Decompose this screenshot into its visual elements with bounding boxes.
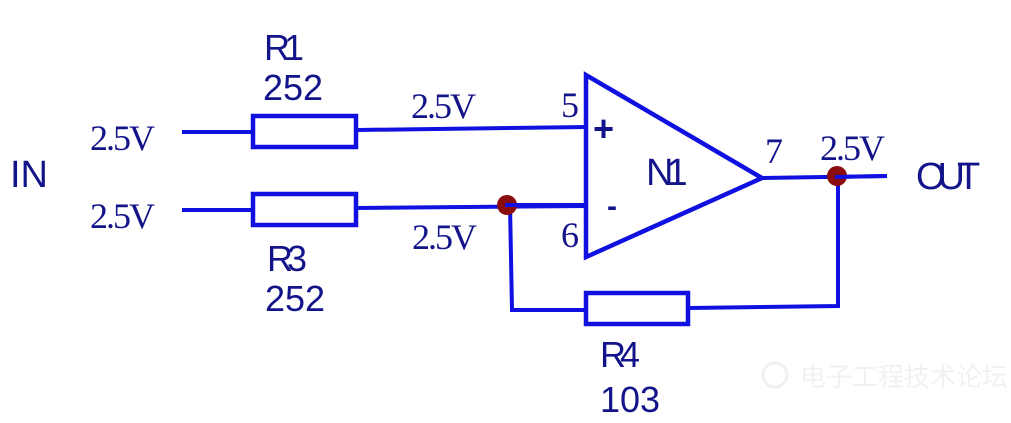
opamp-ref: N1: [646, 152, 686, 194]
wire-feedback-left: [507, 202, 587, 312]
minus-sign: -: [607, 190, 617, 223]
pin-7-label: 7: [765, 131, 783, 171]
watermark: 电子工程技术论坛: [761, 361, 1008, 393]
resistor-r3: [250, 191, 359, 228]
pin-6-label: 6: [561, 215, 579, 255]
voltage-in-top: 2.5V: [90, 118, 155, 158]
voltage-minus-node: 2.5V: [412, 217, 477, 257]
opamp-n1: [583, 71, 767, 261]
input-label: IN: [10, 154, 48, 196]
plus-sign: +: [593, 108, 614, 149]
watermark-logo-icon: [761, 361, 789, 389]
wire-feedback-right: [687, 174, 840, 311]
resistor-r1: [250, 113, 359, 150]
r1-ref: R1: [264, 27, 303, 68]
r3-ref: R3: [267, 238, 306, 279]
wire-r1-to-plus: [355, 124, 589, 133]
output-label: OUT: [916, 156, 980, 198]
voltage-in-bottom: 2.5V: [90, 196, 155, 236]
r3-value: 252: [265, 278, 325, 319]
r4-value: 103: [600, 379, 660, 420]
r1-value: 252: [263, 67, 323, 108]
watermark-text: 电子工程技术论坛: [800, 363, 1008, 393]
resistor-r4: [583, 290, 691, 327]
pin-5-label: 5: [561, 85, 579, 125]
voltage-output-node: 2.5V: [820, 128, 885, 168]
voltage-plus-node: 2.5V: [411, 86, 476, 126]
wire-junction-to-out: [834, 173, 888, 180]
r4-ref: R4: [600, 334, 639, 375]
